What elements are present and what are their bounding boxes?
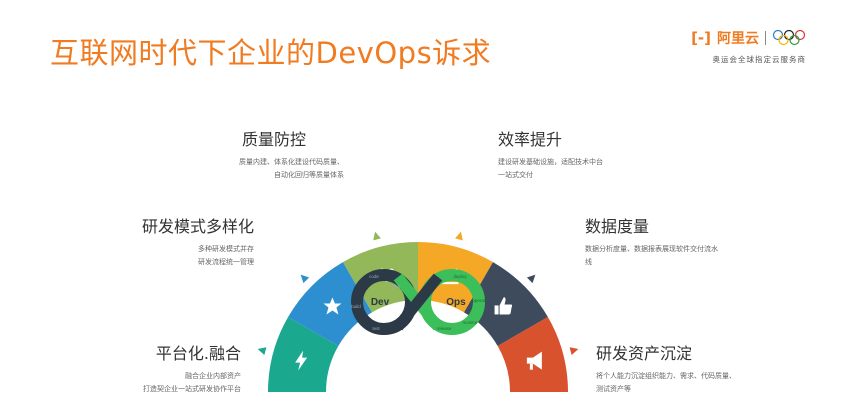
segment-label-platform: 平台化.融合 融合企业内部资产 打造契企业一站式研发协作平台	[143, 340, 241, 396]
segment-desc-line: 研发流程统一管理	[198, 258, 254, 266]
segment-desc-line: 一站式交付	[498, 171, 533, 179]
loop-word: test	[372, 326, 380, 331]
segment-desc-line: 融合企业内部资产	[185, 372, 241, 380]
segment-pointer	[373, 231, 381, 241]
segment-title: 研发模式多样化	[141, 217, 254, 236]
aliyun-logo-icon: [-]	[691, 29, 711, 47]
segment-desc-line: 多种研发模式并存	[198, 245, 254, 253]
olympic-rings-icon	[772, 29, 806, 46]
brand-subtitle: 奥运会全球指定云服务商	[712, 55, 806, 64]
segment-desc: 质量内建、体系化建设代码质量、 自动化回归等质量体系	[239, 156, 344, 182]
segment-label-assets: 研发资产沉淀 将个人能力沉淀组织能力、需求、代码质量、 测试资产等	[596, 340, 736, 396]
segment-label-efficiency: 效率提升 建设研发基础设施，适配技术中台 一站式交付	[498, 126, 603, 182]
bolt-icon	[295, 350, 308, 371]
arc-segment	[464, 262, 548, 346]
segment-desc: 建设研发基础设施，适配技术中台 一站式交付	[498, 156, 603, 182]
star-icon	[323, 297, 342, 315]
ops-label: Ops	[446, 297, 466, 308]
segment-desc: 多种研发模式并存 研发流程统一管理	[142, 243, 254, 269]
segment-desc: 融合企业内部资产 打造契企业一站式研发协作平台	[143, 370, 241, 396]
segment-title: 效率提升	[498, 130, 563, 149]
segment-desc-line: 打造契企业一站式研发协作平台	[143, 385, 241, 393]
arc-segment	[497, 317, 568, 392]
brand-divider	[765, 31, 766, 45]
segment-desc-line: 建设研发基础设施，适配技术中台	[498, 158, 603, 166]
dev-label: Dev	[371, 297, 390, 308]
devops-infinity-icon: Dev Ops code plan build test deploy operate moni…	[351, 269, 488, 335]
segment-desc-line: 将个人能力沉淀组织能力、需求、代码质量、	[596, 372, 736, 380]
loop-crossing	[393, 273, 443, 331]
segment-desc-line: 测试资产等	[596, 385, 631, 393]
loop-word: deploy	[453, 274, 467, 279]
segment-desc-line: 线	[585, 258, 592, 266]
brand-block: [-] 阿里云 奥运会全球指定云服务商	[666, 28, 806, 65]
segment-label-dev-mode: 研发模式多样化 多种研发模式并存 研发流程统一管理	[142, 213, 254, 269]
segment-title: 研发资产沉淀	[596, 344, 693, 363]
segment-label-quality: 质量防控 质量内建、体系化建设代码质量、 自动化回归等质量体系	[239, 126, 344, 182]
loop-word: code	[369, 274, 379, 279]
segment-pointer	[455, 231, 463, 241]
segment-pointer	[569, 347, 579, 355]
segment-desc: 将个人能力沉淀组织能力、需求、代码质量、 测试资产等	[596, 370, 736, 396]
page-title: 互联网时代下企业的DevOps诉求	[50, 36, 492, 70]
segment-desc-line: 质量内建、体系化建设代码质量、	[239, 158, 344, 166]
segment-title: 数据度量	[585, 217, 650, 236]
loop-word: monitor	[462, 320, 478, 325]
megaphone-icon	[526, 351, 542, 370]
segment-pointer	[526, 274, 536, 284]
loop-word: operate	[472, 298, 488, 303]
segment-pointer	[300, 274, 310, 284]
segment-title: 平台化.融合	[155, 344, 241, 363]
loop-word: release	[437, 326, 452, 331]
segment-desc-line: 数据分析度量、数据报表展现软件交付流水	[585, 245, 718, 253]
segment-desc-line: 自动化回归等质量体系	[274, 171, 344, 179]
loop-word: plan	[392, 284, 401, 289]
segment-desc: 数据分析度量、数据报表展现软件交付流水 线	[585, 243, 718, 269]
segment-title: 质量防控	[241, 130, 306, 149]
segment-label-metrics: 数据度量 数据分析度量、数据报表展现软件交付流水 线	[585, 213, 718, 269]
thumbs-up-icon	[494, 297, 513, 315]
loop-word: build	[351, 304, 361, 309]
brand-name: 阿里云	[717, 31, 759, 47]
segment-pointer	[257, 347, 267, 355]
arc-segment	[268, 317, 339, 392]
